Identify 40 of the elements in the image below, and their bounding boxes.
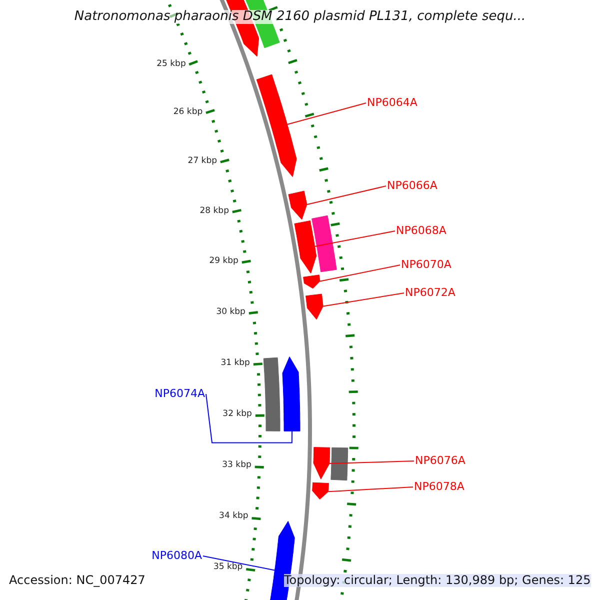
tick-label: 31 kbp [220,358,250,368]
leader-line [320,264,400,282]
tick-label: 33 kbp [222,460,252,470]
gene-label: NP6078A [414,481,464,494]
gene-feature [313,447,330,480]
gene-feature [263,357,280,432]
gene-feature [294,220,317,274]
gene-feature [256,74,297,178]
tick-label: 35 kbp [213,562,243,572]
gene-label: NP6080A [152,550,202,562]
leader-line [206,394,292,444]
accession-text: Accession: NC_007427 [9,574,146,588]
leader-line [329,460,414,464]
gene-feature [312,482,329,500]
gene-feature [288,190,308,220]
gene-feature [282,356,300,432]
tick-label: 32 kbp [222,410,252,420]
gene-feature [306,294,324,320]
leader-line [328,486,414,492]
tick-label: 28 kbp [200,206,229,216]
leader-line [314,230,396,247]
leader-line [286,102,366,125]
leader-line [322,292,404,307]
gene-label: NP6074A [154,388,205,400]
tick-label: 29 kbp [209,257,238,266]
leader-line [306,186,386,205]
gene-label: NP6068A [396,225,446,238]
gene-label: NP6072A [405,287,456,300]
gene-label: NP6066A [387,180,438,192]
leader-line [202,556,276,571]
summary-text: Topology: circular; Length: 130,989 bp; Genes: 125 [284,574,591,588]
gene-label: NP6070A [401,259,452,272]
tick-label: 25 kbp [156,60,186,70]
gene-label: NP6076A [415,455,466,468]
gene-label: NP6064A [367,97,418,110]
tick-label: 26 kbp [173,108,203,118]
gene-feature [303,274,320,289]
tick-label: 34 kbp [219,512,248,522]
tick-label: 30 kbp [216,308,246,317]
tick-label: 27 kbp [188,157,218,166]
